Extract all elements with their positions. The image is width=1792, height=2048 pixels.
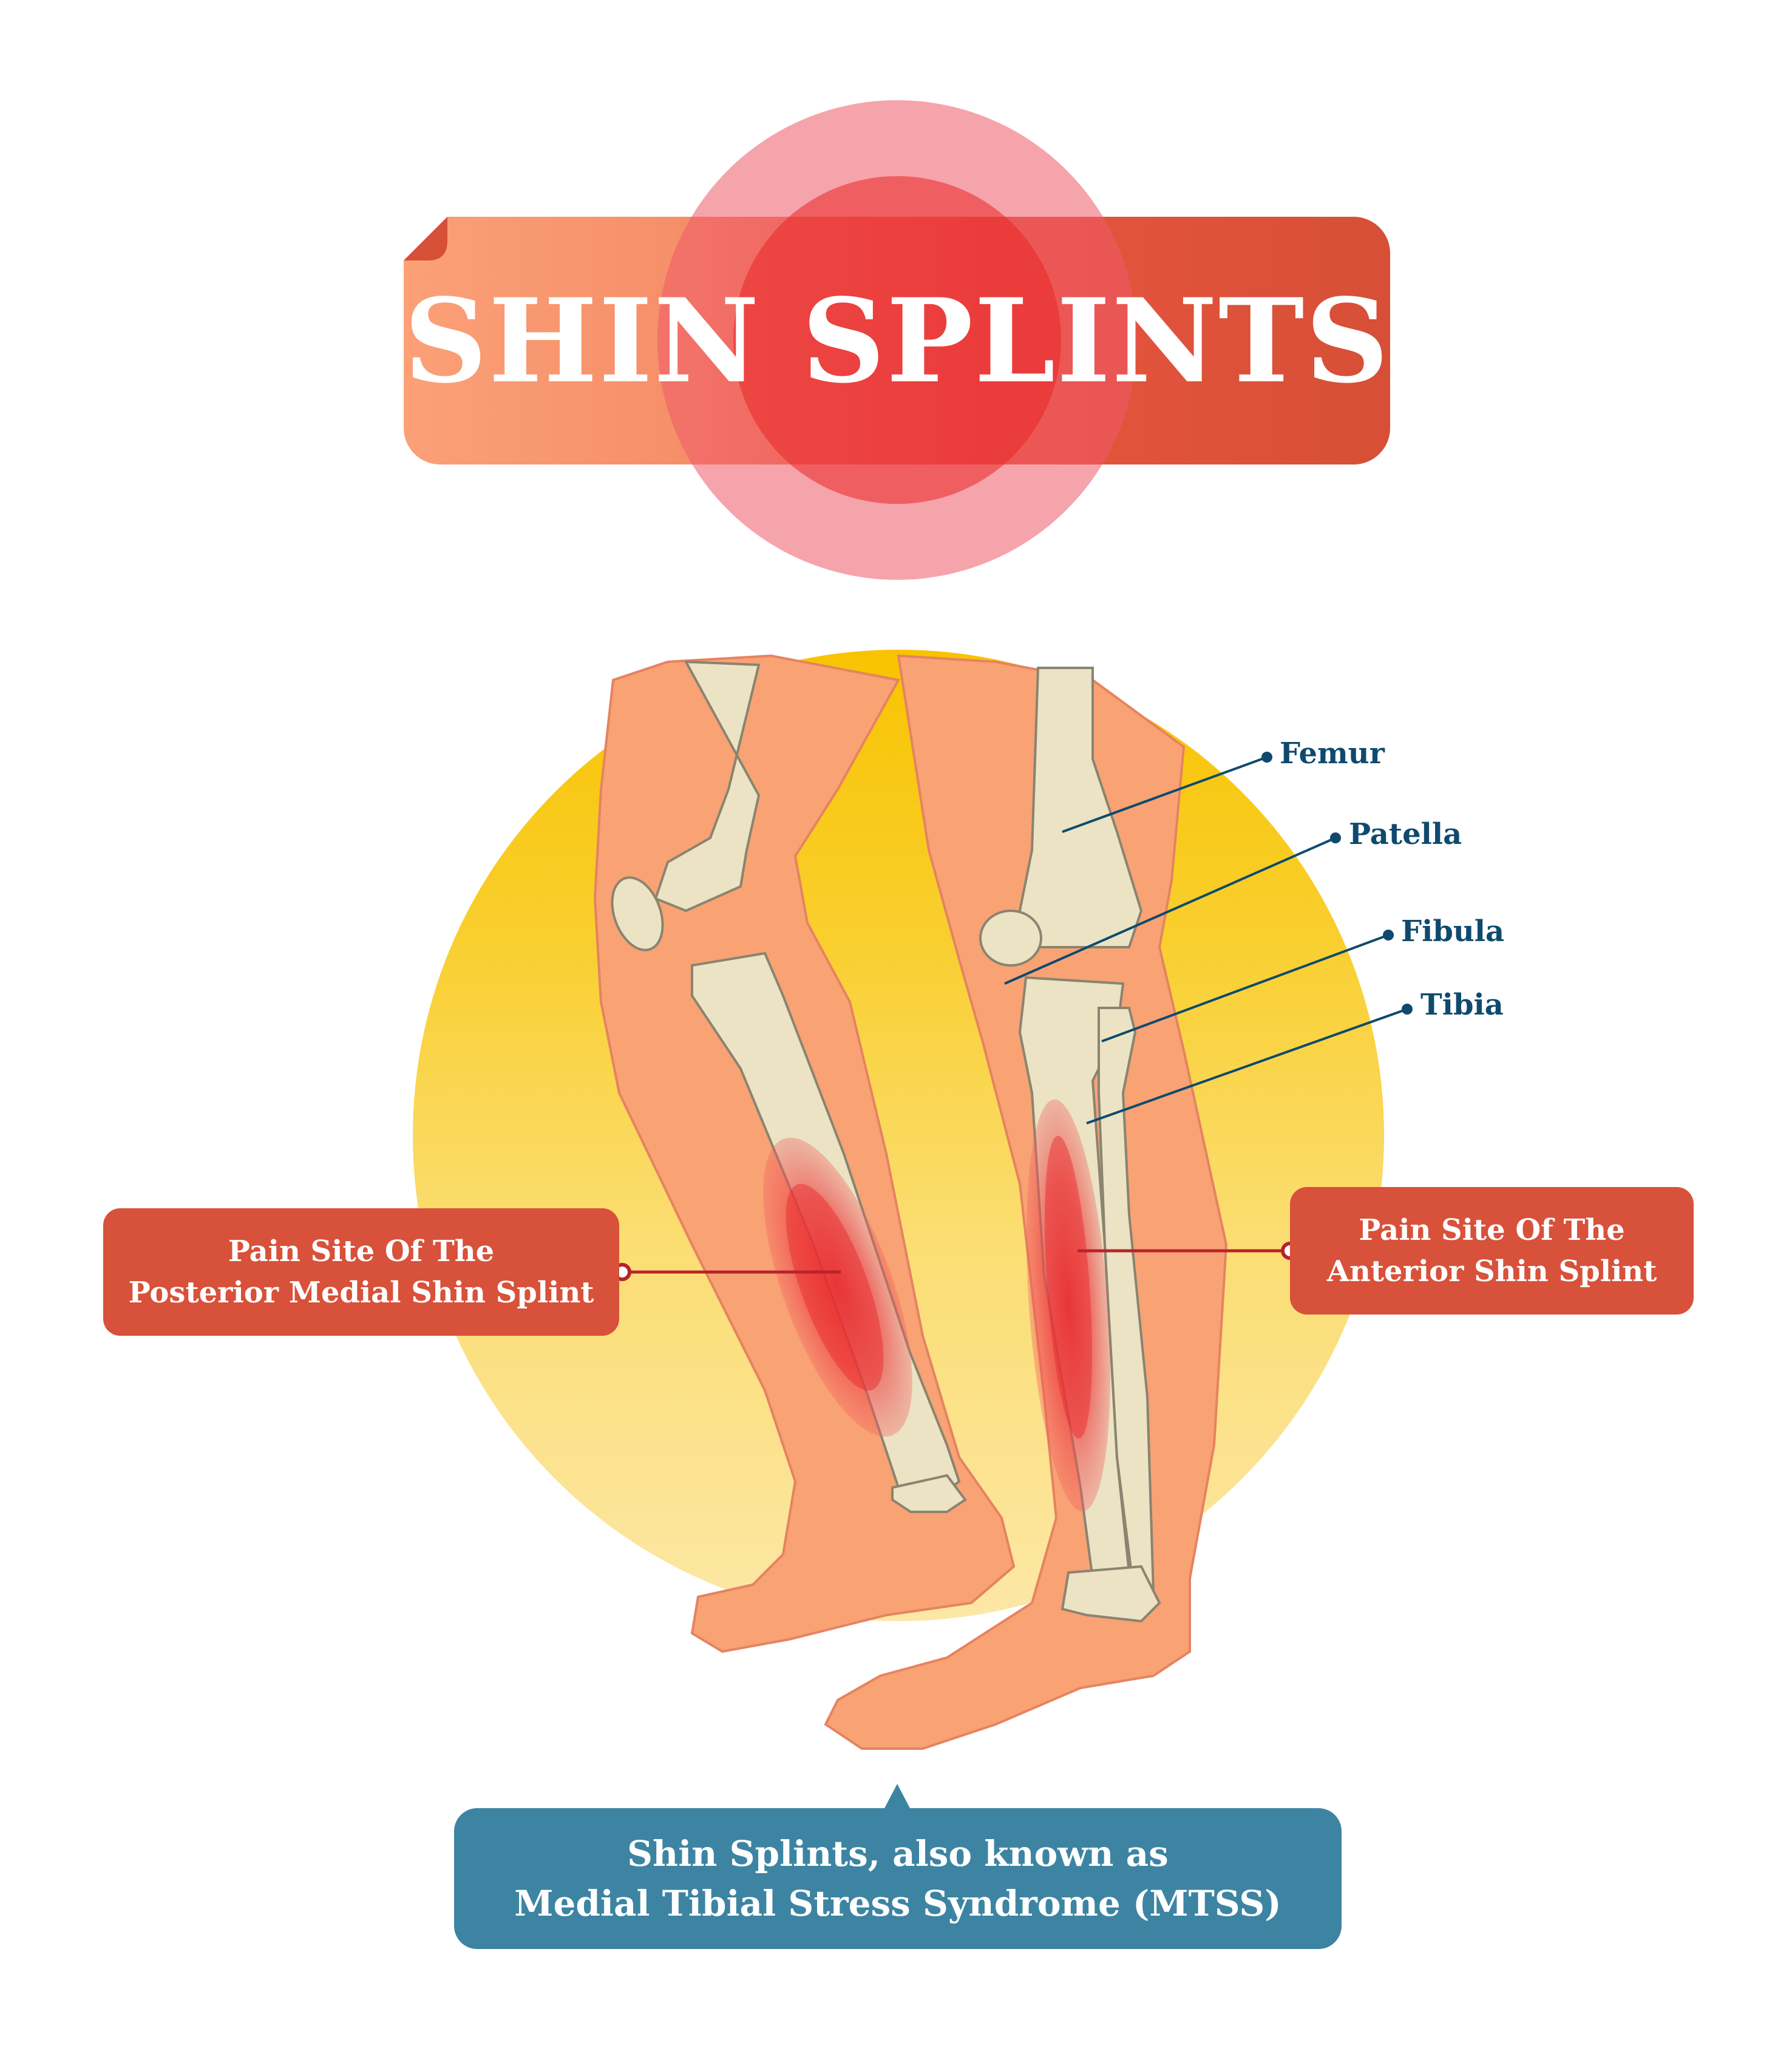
label-patella: Patella	[1349, 817, 1462, 851]
pain-left-line2: Posterior Medial Shin Splint	[128, 1276, 594, 1310]
pain-left-line1: Pain Site Of The	[228, 1234, 495, 1268]
pain-right-line2: Anterior Shin Splint	[1326, 1254, 1657, 1288]
label-femur: Femur	[1280, 737, 1385, 771]
footer-callout: Shin Splints, also known as Medial Tibia…	[454, 1808, 1342, 1949]
footer-line2: Medial Tibial Stress Syndrome (MTSS)	[514, 1883, 1281, 1924]
pain-zone-anterior	[1026, 1099, 1111, 1512]
pain-site-posterior-label: Pain Site Of The Posterior Medial Shin S…	[103, 1208, 619, 1336]
pain-site-anterior-label: Pain Site Of The Anterior Shin Splint	[1290, 1187, 1694, 1315]
footer-line1: Shin Splints, also known as	[627, 1833, 1169, 1874]
pain-right-line1: Pain Site Of The	[1359, 1213, 1625, 1247]
label-tibia: Tibia	[1420, 988, 1504, 1022]
folded-corner-icon	[404, 217, 447, 260]
label-fibula: Fibula	[1401, 914, 1505, 948]
pain-ring-inner	[733, 176, 1061, 504]
page-title: SHIN SPLINTS	[404, 273, 1390, 409]
callout-pointer-icon	[884, 1784, 911, 1809]
pain-zone-posterior	[763, 1137, 912, 1437]
